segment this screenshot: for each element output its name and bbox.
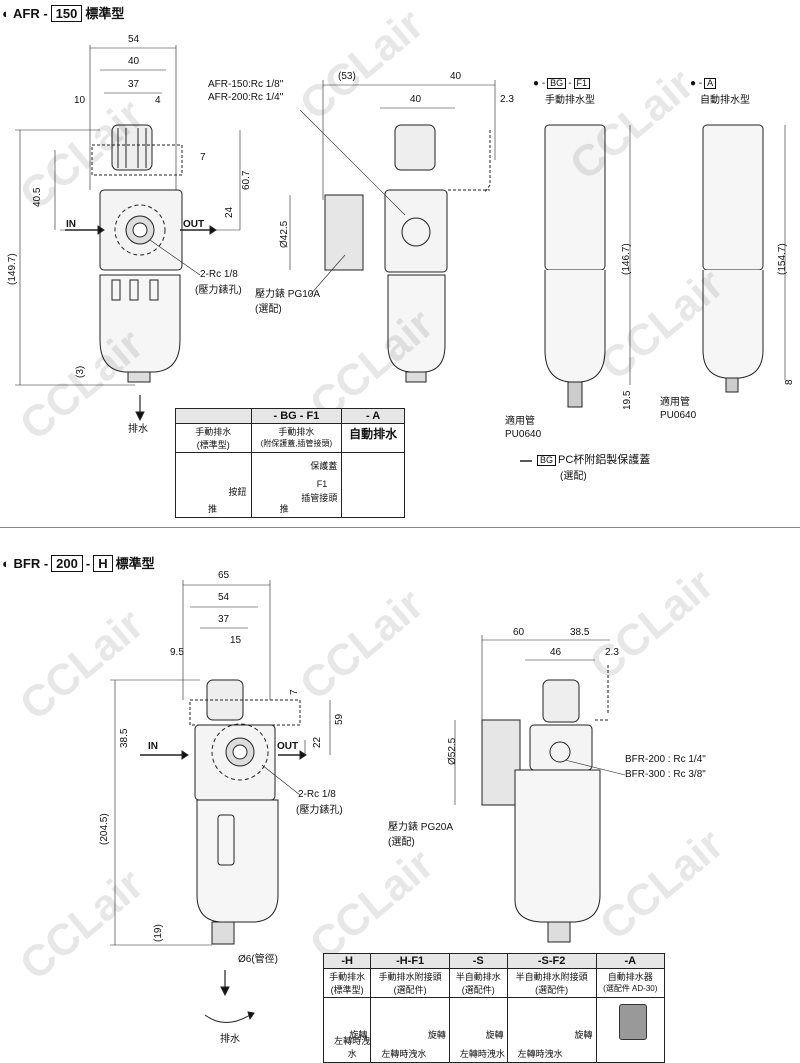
gauge-label: 壓力錶 PG10A bbox=[255, 289, 321, 300]
tube-label-bg: 適用管 bbox=[505, 416, 535, 427]
gauge-port-note: (壓力錶孔) bbox=[296, 805, 343, 816]
drain-title: 手動排水(附保護蓋,插管接頭) bbox=[250, 423, 343, 453]
dim-4: 4 bbox=[155, 95, 161, 106]
auto-drain-diagram bbox=[341, 452, 405, 518]
dim-60: 60 bbox=[513, 627, 525, 638]
dim-19: (19) bbox=[153, 924, 164, 942]
circle-bullet-icon: ◐ bbox=[2, 556, 10, 571]
circle-bullet-icon: ◐ bbox=[2, 6, 10, 21]
variant-bg-label: 手動排水型 bbox=[545, 95, 595, 106]
dim-54: 54 bbox=[218, 592, 230, 603]
dim-40-body: 40 bbox=[410, 94, 422, 105]
dim-204-5: (204.5) bbox=[99, 813, 110, 845]
out-label: OUT bbox=[183, 219, 205, 230]
gauge-label: 壓力錶 PG20A bbox=[388, 822, 454, 833]
drain-title: 半自動排水附接頭(選配件) bbox=[506, 968, 597, 998]
port-spec-300: BFR-300 : Rc 3/8" bbox=[625, 769, 706, 780]
port-spec-200: AFR-200:Rc 1/4" bbox=[208, 92, 284, 103]
drain-title: 自動排水 bbox=[341, 423, 405, 453]
gauge-optional: (選配) bbox=[388, 837, 415, 848]
bfr-side-view bbox=[454, 635, 626, 943]
dim-65: 65 bbox=[218, 570, 230, 581]
manual-drain-diagram: 按鈕推 bbox=[175, 452, 252, 518]
dim-149-7: (149.7) bbox=[7, 253, 18, 285]
afr-variant-views bbox=[520, 124, 786, 462]
auto-drain-diagram bbox=[595, 997, 666, 1063]
dim-59: 59 bbox=[334, 713, 345, 725]
dim-15: 15 bbox=[230, 635, 242, 646]
tube-code-a: PU0640 bbox=[660, 410, 697, 421]
h-drain-diagram: 旋轉左轉時洩水 bbox=[322, 997, 372, 1063]
dim-2-3: 2.3 bbox=[500, 94, 514, 105]
dim-146-7: (146.7) bbox=[621, 243, 632, 275]
drain-label: 排水 bbox=[128, 424, 148, 435]
dim-54: 54 bbox=[128, 34, 140, 45]
drain-title: 自動排水器(選配件 AD-30) bbox=[595, 968, 666, 998]
drain-title: 半自動排水(選配件) bbox=[448, 968, 508, 998]
out-label: OUT bbox=[277, 741, 299, 752]
dim-9-5: 9.5 bbox=[170, 647, 184, 658]
variant-a-label: 自動排水型 bbox=[700, 95, 750, 106]
gauge-port-label: 2-Rc 1/8 bbox=[298, 789, 336, 800]
dim-dia-52-5: Ø52.5 bbox=[447, 737, 458, 765]
bfr-front-view bbox=[110, 580, 331, 1023]
dim-53: (53) bbox=[338, 71, 356, 82]
dim-24: 24 bbox=[224, 206, 235, 218]
variant-bg-f1-code: ● -BG-F1 bbox=[533, 78, 592, 89]
gauge-port-note: (壓力錶孔) bbox=[195, 285, 242, 296]
dim-46: 46 bbox=[550, 647, 562, 658]
drain-label: 排水 bbox=[220, 1034, 240, 1045]
dim-7: 7 bbox=[200, 152, 206, 163]
dim-60-7: 60.7 bbox=[241, 170, 252, 190]
dim-3: (3) bbox=[75, 365, 86, 378]
dim-7: 7 bbox=[289, 689, 300, 695]
dim-19-5: 19.5 bbox=[622, 390, 633, 410]
dim-38-5: 38.5 bbox=[119, 728, 130, 748]
port-spec-150: AFR-150:Rc 1/8" bbox=[208, 79, 284, 90]
drain-title: 手動排水附接頭(選配件) bbox=[370, 968, 450, 998]
dim-37: 37 bbox=[128, 79, 140, 90]
s-drain-diagram: 旋轉左轉時洩水 bbox=[448, 997, 508, 1063]
dim-22: 22 bbox=[312, 736, 323, 748]
drain-title: 手動排水(標準型) bbox=[322, 968, 372, 998]
afr-side-view bbox=[289, 80, 496, 383]
section-divider bbox=[0, 527, 800, 528]
dim-40-side: 40 bbox=[450, 71, 462, 82]
tube-label-a: 適用管 bbox=[660, 397, 690, 408]
s-f2-drain-diagram: 旋轉左轉時洩水 bbox=[506, 997, 597, 1063]
dim-40: 40 bbox=[128, 56, 140, 67]
afr-drain-option-table: - BG - F1 - A 手動排水(標準型) 手動排水(附保護蓋,插管接頭) … bbox=[175, 408, 405, 518]
variant-a-code: ● -A bbox=[690, 78, 718, 89]
dim-37: 37 bbox=[218, 614, 230, 625]
drain-title: 手動排水(標準型) bbox=[175, 423, 252, 453]
h-f1-drain-diagram: 旋轉左轉時洩水 bbox=[370, 997, 450, 1063]
gauge-port-label: 2-Rc 1/8 bbox=[200, 269, 238, 280]
dim-2-3: 2.3 bbox=[605, 647, 619, 658]
bfr-drain-option-table: -H-H-F1-S-S-F2-A 手動排水(標準型) 手動排水附接頭(選配件) … bbox=[322, 953, 666, 1063]
tube-code-bg: PU0640 bbox=[505, 429, 542, 440]
afr-front-view bbox=[15, 45, 241, 422]
dim-154-7: (154.7) bbox=[777, 243, 788, 275]
gauge-optional: (選配) bbox=[255, 304, 282, 315]
dim-40-5: 40.5 bbox=[32, 187, 43, 207]
in-label: IN bbox=[148, 741, 158, 752]
dim-10: 10 bbox=[74, 95, 86, 106]
dim-dia-42-5: Ø42.5 bbox=[279, 220, 290, 248]
dim-38-5-side: 38.5 bbox=[570, 627, 590, 638]
in-label: IN bbox=[66, 219, 76, 230]
tube-diameter: Ø6(管徑) bbox=[238, 954, 278, 965]
port-spec-200: BFR-200 : Rc 1/4" bbox=[625, 754, 706, 765]
bg-note-optional: (選配) bbox=[560, 471, 587, 482]
dim-8: 8 bbox=[784, 379, 795, 385]
